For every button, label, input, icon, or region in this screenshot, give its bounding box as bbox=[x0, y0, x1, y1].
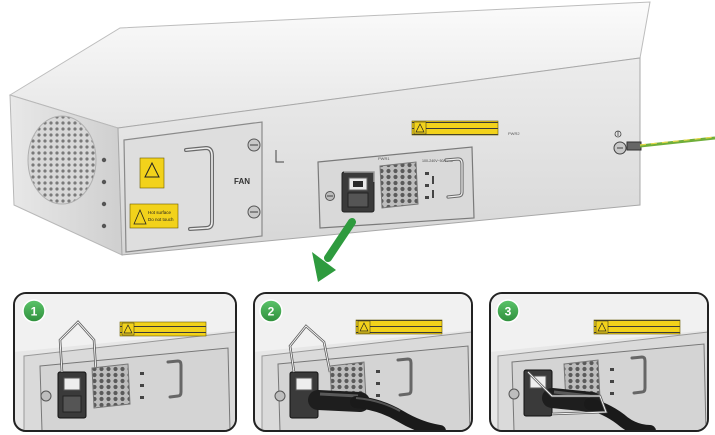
front-rack-screws bbox=[101, 157, 107, 229]
fan-warning-text-1: Hot surface bbox=[148, 210, 172, 215]
power-cord-plug bbox=[308, 390, 446, 430]
psu-slot-2-label: PWR2 bbox=[508, 131, 520, 136]
device-chassis: Hot surface Do not touch FAN PWR2 PWR1 bbox=[8, 1, 715, 256]
step-1-badge bbox=[22, 299, 46, 323]
psu-vent bbox=[379, 161, 419, 209]
fan-captive-screw-top[interactable] bbox=[247, 138, 261, 152]
side-vent bbox=[27, 115, 97, 205]
step-1-number: 1 bbox=[31, 305, 38, 319]
psu-spec-text: 100-240V~50/60Hz bbox=[422, 159, 453, 163]
psu-leds bbox=[425, 172, 434, 199]
bracket-symbol bbox=[275, 150, 284, 163]
psu-slot-1-label: PWR1 bbox=[378, 156, 390, 161]
process-arrow bbox=[312, 218, 356, 282]
ground-wire bbox=[639, 136, 715, 148]
fan-captive-screw-bottom[interactable] bbox=[247, 205, 261, 219]
step-3-badge bbox=[496, 299, 520, 323]
step-2-number: 2 bbox=[268, 305, 275, 319]
power-inlet[interactable] bbox=[341, 171, 375, 213]
psu-grounding-screw[interactable] bbox=[325, 191, 335, 201]
step-2-badge bbox=[259, 299, 283, 323]
fan-warning-text-2: Do not touch bbox=[148, 217, 174, 222]
fan-warning-label: Hot surface Do not touch bbox=[129, 203, 179, 229]
step-panel-1: 1 bbox=[13, 292, 237, 432]
grounding-terminal[interactable] bbox=[613, 130, 642, 155]
fan-label: FAN bbox=[234, 177, 250, 186]
chassis-warning-label bbox=[411, 120, 499, 136]
step-3-number: 3 bbox=[505, 305, 512, 319]
step-panel-3: 3 bbox=[489, 292, 709, 432]
step-panel-2: 2 bbox=[253, 292, 473, 432]
hot-surface-icon bbox=[144, 161, 160, 178]
